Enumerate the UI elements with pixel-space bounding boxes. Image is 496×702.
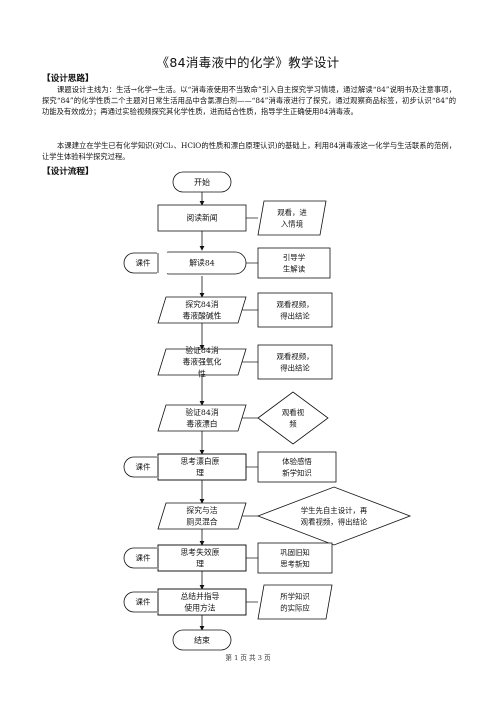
process-label-7: 思考失效原理 [181,547,220,569]
aside-parallelogram-0 [257,200,327,236]
process-box-edge-7 [157,544,247,572]
aside-box-3 [257,344,333,380]
courseware-label-1: 课件 [136,258,151,268]
aside-label-4: 观看视频 [282,408,305,428]
courseware-label-7: 课件 [136,553,151,563]
end-label: 结束 [194,635,210,645]
start-label: 开始 [194,177,210,187]
aside-label-8: 所学知识的实际应 [280,592,310,612]
aside-box-7 [257,542,333,574]
aside-box-5 [257,451,337,483]
end-terminator [172,629,232,651]
process-label-5: 思考漂白原理 [181,456,220,478]
courseware-label-5: 课件 [136,462,151,472]
courseware-mask-5 [157,456,167,478]
process-label-2: 探究84消毒液酸碱性 [183,299,222,321]
courseware-mask-1 [157,252,167,274]
courseware-label-8: 课件 [136,597,151,607]
design-idea-paragraph-1: 课题设计主线为：生活→化学→生活。以“消毒液使用不当致命”引入自主探究学习情境，… [42,85,456,117]
aside-label-0: 观看，进入情境 [277,208,307,228]
flowchart-connectors [199,192,258,631]
aside-parallelogram-8 [257,584,333,620]
aside-label-3: 观看视频，得出结论 [277,352,314,372]
process-label-1: 解读84 [189,258,215,268]
aside-diamond-6 [256,486,412,546]
process-box-5 [157,453,247,481]
process-box-0 [157,204,247,232]
process-label-0: 阅读新闻 [186,213,217,223]
process-label-4: 验证84消毒液漂白 [185,407,219,429]
flowchart-shapes: 开始阅读新闻观看，进入情境课件解读84引导学生解读探究84消毒液酸碱性观看视频，… [123,171,412,651]
io-parallelogram-2 [157,296,247,324]
document-title: 《84消毒液中的化学》教学设计 [156,55,340,70]
process-box-7 [157,544,247,572]
process-label-8: 总结并指导使用方法 [181,591,220,613]
aside-box-2 [257,292,333,328]
process-box-edge-5 [157,453,247,481]
process-box-edge-8 [157,588,247,616]
courseware-mask-8 [157,591,167,613]
design-idea-paragraph-2: 本课建立在学生已有化学知识(对Cl₂、HClO的性质和漂白原理认识)的基础上，利… [42,141,456,162]
process-label-3: 验证84消毒液强氧化性 [183,345,222,379]
io-parallelogram-6 [157,502,247,530]
aside-label-5: 体验感悟新学知识 [282,457,312,477]
aside-box-1 [257,247,331,279]
aside-label-2: 观看视频，得出结论 [277,300,314,320]
aside-diamond-4 [257,391,329,445]
design-flow-heading: 【设计流程】 [42,167,94,177]
aside-label-1: 引导学生解读 [283,253,306,273]
io-parallelogram-3 [157,348,247,376]
aside-label-7: 巩固旧知思考新知 [280,548,310,568]
start-terminator [172,171,232,193]
courseware-mask-7 [157,547,167,569]
design-idea-heading: 【设计思路】 [42,74,94,84]
page-footer: 第 1 页 共 3 页 [225,654,271,662]
io-parallelogram-4 [157,404,247,432]
aside-label-6: 学生先自主设计，再观看视频，得出结论 [301,506,368,526]
process-label-6: 探究与洁厕灵混合 [186,505,217,527]
